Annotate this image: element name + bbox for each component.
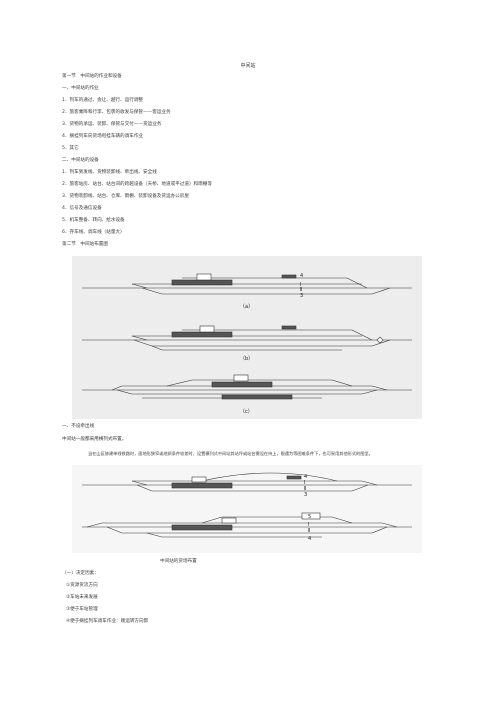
factor-item: ①货源货流方向 <box>66 583 98 588</box>
track-number-label: Ⅰ <box>304 480 305 486</box>
track-number-label: 4 <box>304 474 307 480</box>
work-item: 2．旅客乘降和行李、包裹的收发与保管——客运业务 <box>62 110 171 115</box>
equip-item: 1．列车到发线、货物装卸线、牵出线、安全线 <box>62 170 157 175</box>
equip-item: 3．货物装卸线、站台、仓库、雨棚、装卸设备及货运办公房屋 <box>62 194 189 199</box>
track-number-label: Ⅰ <box>300 282 301 288</box>
factor-item: ④便于摘挂列车调车作业：顺运转方向卸 <box>66 619 149 624</box>
equip-item: 2．旅客站房、站台、站台间的跨越设备（天桥、地道或平过道）和雨棚等 <box>62 182 212 187</box>
track-number-label: 4 <box>300 273 303 279</box>
subheading: 一、不设牵出线 <box>62 424 95 429</box>
equip-heading: 二、中间站的设备 <box>62 158 99 163</box>
freight-yard-figure: 4 Ⅰ Ⅱ 3 5 Ⅰ Ⅱ 4 <box>72 465 422 553</box>
freight-yard-diagrams: 4 Ⅰ Ⅱ 3 5 Ⅰ Ⅱ 4 <box>82 472 412 542</box>
track-number-label: Ⅱ <box>308 528 310 534</box>
equip-item: 5．机车整备、转向、给水设备 <box>62 218 125 223</box>
track-number-label: 3 <box>300 293 303 299</box>
equip-item: 4．信号及通信设备 <box>62 206 102 211</box>
station-layout-figure: 4 Ⅰ Ⅱ 3 （a） （b） <box>72 256 422 419</box>
figure-label-b: （b） <box>240 356 253 362</box>
work-item: 3．货物的承运、装卸、保管与交付——货运业务 <box>62 122 162 127</box>
figure-label-c: （c） <box>240 409 253 415</box>
figure-label-a: （a） <box>240 304 253 310</box>
track-number-label: 3 <box>304 492 307 498</box>
track-number-label: 5 <box>308 514 311 520</box>
track-number-label: Ⅱ <box>304 486 306 492</box>
section-2-heading: 第二节 中间站布置图 <box>62 242 108 247</box>
track-number-label: Ⅱ <box>300 287 302 293</box>
equip-item: 6．存车线、调车线（站量大） <box>62 230 125 235</box>
paragraph: 当在山区修建单线铁路时，面地形狭窄或地质条件较差时，设置横列式中间站其站坪或站台… <box>88 451 373 456</box>
track-number-label: Ⅰ <box>308 522 309 528</box>
station-layout-diagrams: 4 Ⅰ Ⅱ 3 （a） （b） <box>82 273 412 415</box>
factors-heading: （一）决定因素： <box>62 571 99 576</box>
paragraph: 中间站一般都采用横列式布置。 <box>62 437 127 442</box>
track-number-label: 4 <box>308 536 311 542</box>
work-heading: 一、中间站的作业 <box>62 86 99 91</box>
factor-item: ③便于车站管理 <box>66 607 98 612</box>
figure-caption: 中间站的货场布置 <box>160 559 197 564</box>
section-1-heading: 第一节 中间站的作业和设备 <box>62 74 122 79</box>
work-item: 4．摘挂列车向货场甩挂车辆的调车作业 <box>62 134 144 139</box>
work-item: 1．列车的通过、会让、越行、运行调整 <box>62 98 144 103</box>
factor-item: ②车站未来发展 <box>66 595 98 600</box>
page-title: 中间站 <box>240 63 256 69</box>
work-item: 5．其它 <box>62 146 79 151</box>
